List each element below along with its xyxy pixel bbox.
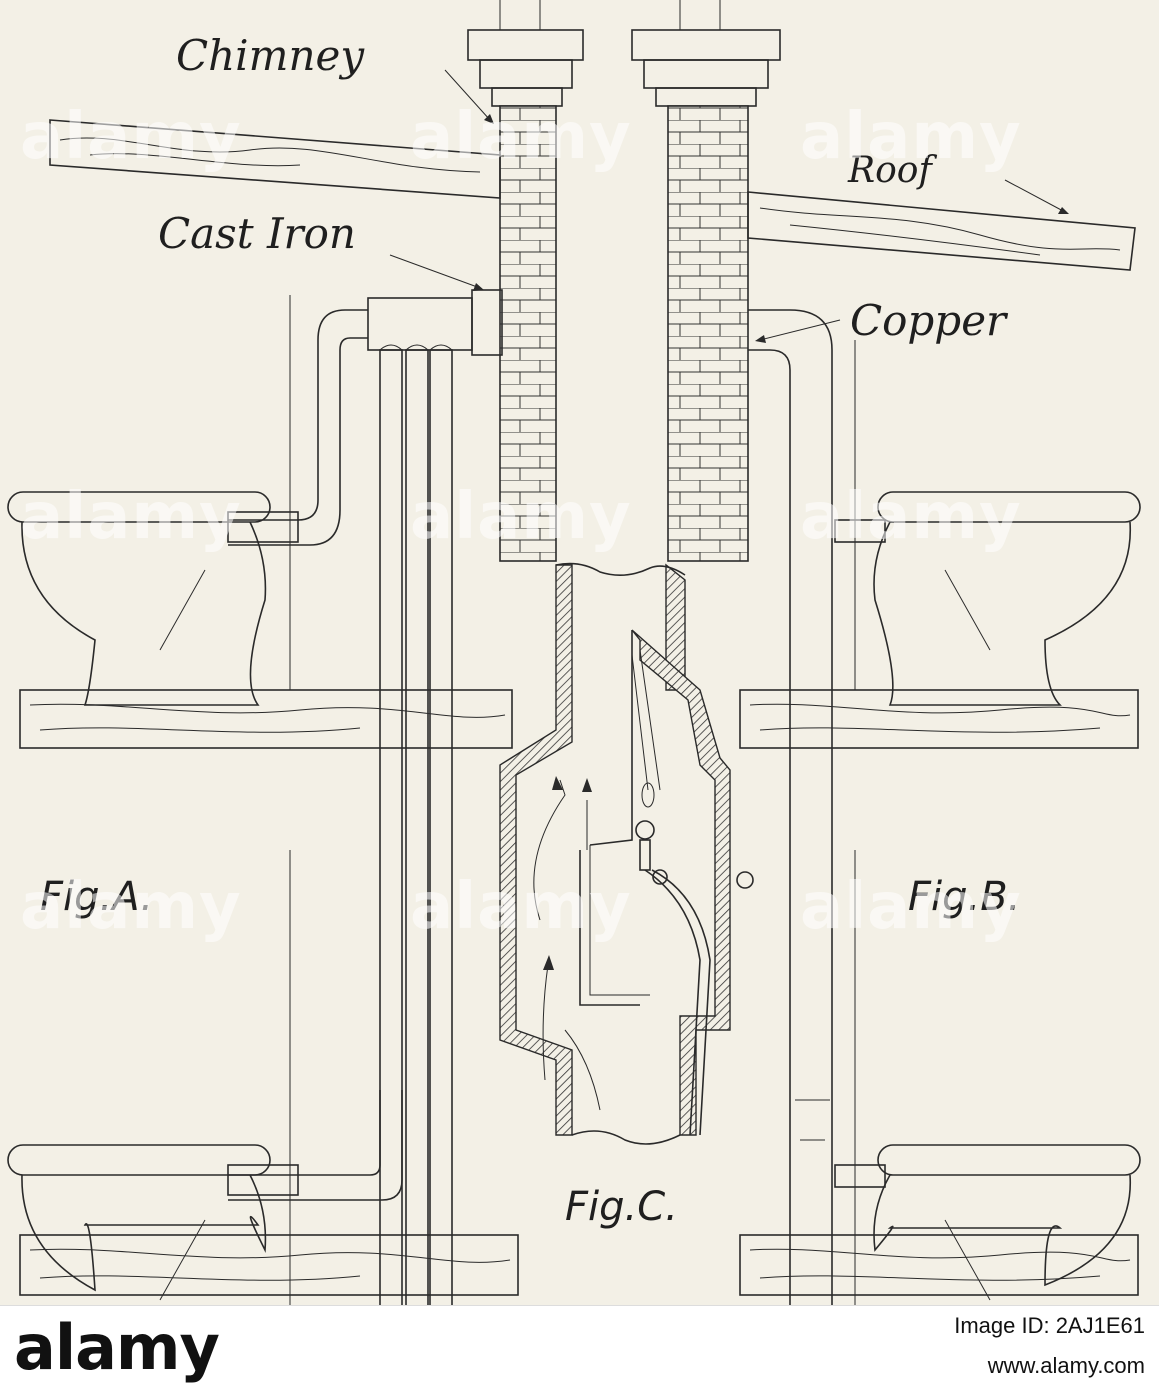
fig-c-flue-heater <box>500 564 753 1144</box>
label-chimney: Chimney <box>176 31 365 80</box>
roof-board-left <box>50 120 500 198</box>
label-fig-c: Fig.C. <box>565 1184 678 1230</box>
toilet-fig-b-upper <box>874 492 1140 705</box>
image-id: Image ID: 2AJ1E61 <box>954 1313 1145 1339</box>
fig-a-vent-pipes <box>228 310 452 1305</box>
label-fig-b: Fig.B. <box>908 874 1020 920</box>
chimney-right <box>632 0 780 561</box>
wall-lines <box>290 295 855 1305</box>
footer-divider <box>0 1305 1159 1306</box>
roof-board-right <box>748 192 1135 270</box>
site-url[interactable]: www.alamy.com <box>988 1353 1145 1379</box>
label-roof: Roof <box>847 150 937 191</box>
plumbing-diagram: Chimney Roof Cast Iron Copper Fig.A. Fig… <box>0 0 1159 1305</box>
diagram-plate: Chimney Roof Cast Iron Copper Fig.A. Fig… <box>0 0 1159 1305</box>
toilet-fig-b-lower <box>874 1145 1140 1300</box>
brand-logo: alamy <box>14 1311 219 1384</box>
chimney-left <box>468 0 583 561</box>
fig-b-vent-pipes <box>748 310 885 1305</box>
toilet-fig-a-upper <box>8 492 298 705</box>
label-copper: Copper <box>850 296 1009 345</box>
stock-footer: alamy Image ID: 2AJ1E61 www.alamy.com <box>0 1305 1159 1390</box>
label-cast-iron: Cast Iron <box>158 209 356 258</box>
label-fig-a: Fig.A. <box>40 874 153 920</box>
